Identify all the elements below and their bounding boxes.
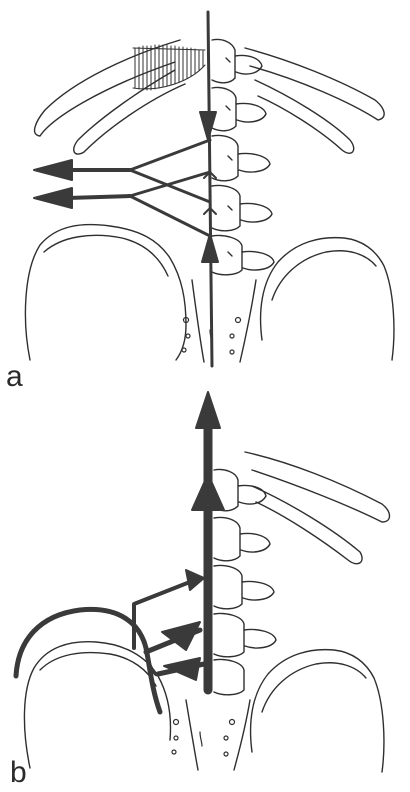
- vertebral-column-a: [212, 39, 274, 274]
- right-rib-upper: [245, 48, 384, 120]
- left-rib-lower: [74, 70, 185, 154]
- right-ilium-a: [261, 238, 394, 360]
- right-ilium-inner-b: [262, 663, 366, 712]
- vertebral-column-b: [214, 469, 276, 694]
- sacrum-a: [192, 280, 204, 362]
- right-rib-upper-b: [245, 452, 390, 522]
- right-rib-lower: [255, 80, 354, 153]
- left-ilium-inner-b: [40, 653, 156, 686]
- panel-a-force-arrows: [34, 12, 218, 366]
- sacral-foramina-b: [172, 720, 235, 757]
- left-arrow-lower-a: [68, 196, 130, 198]
- top-arrowhead-b: [196, 392, 220, 428]
- left-ilium-inner-a: [44, 235, 168, 276]
- vertical-force-line-a: [208, 12, 212, 366]
- panel-a-label: a: [6, 362, 23, 392]
- outer-pull-curve-b: [16, 609, 160, 712]
- sacrum-b: [186, 700, 198, 770]
- right-ilium-inner-a: [272, 251, 376, 300]
- right-ilium-b: [251, 650, 384, 772]
- left-ilium-a: [25, 225, 186, 360]
- up-arrowhead-a: [202, 234, 218, 262]
- panel-b-label: b: [10, 758, 27, 788]
- mid-arrowhead-b: [192, 474, 224, 510]
- right-rib-lower-b: [252, 486, 362, 564]
